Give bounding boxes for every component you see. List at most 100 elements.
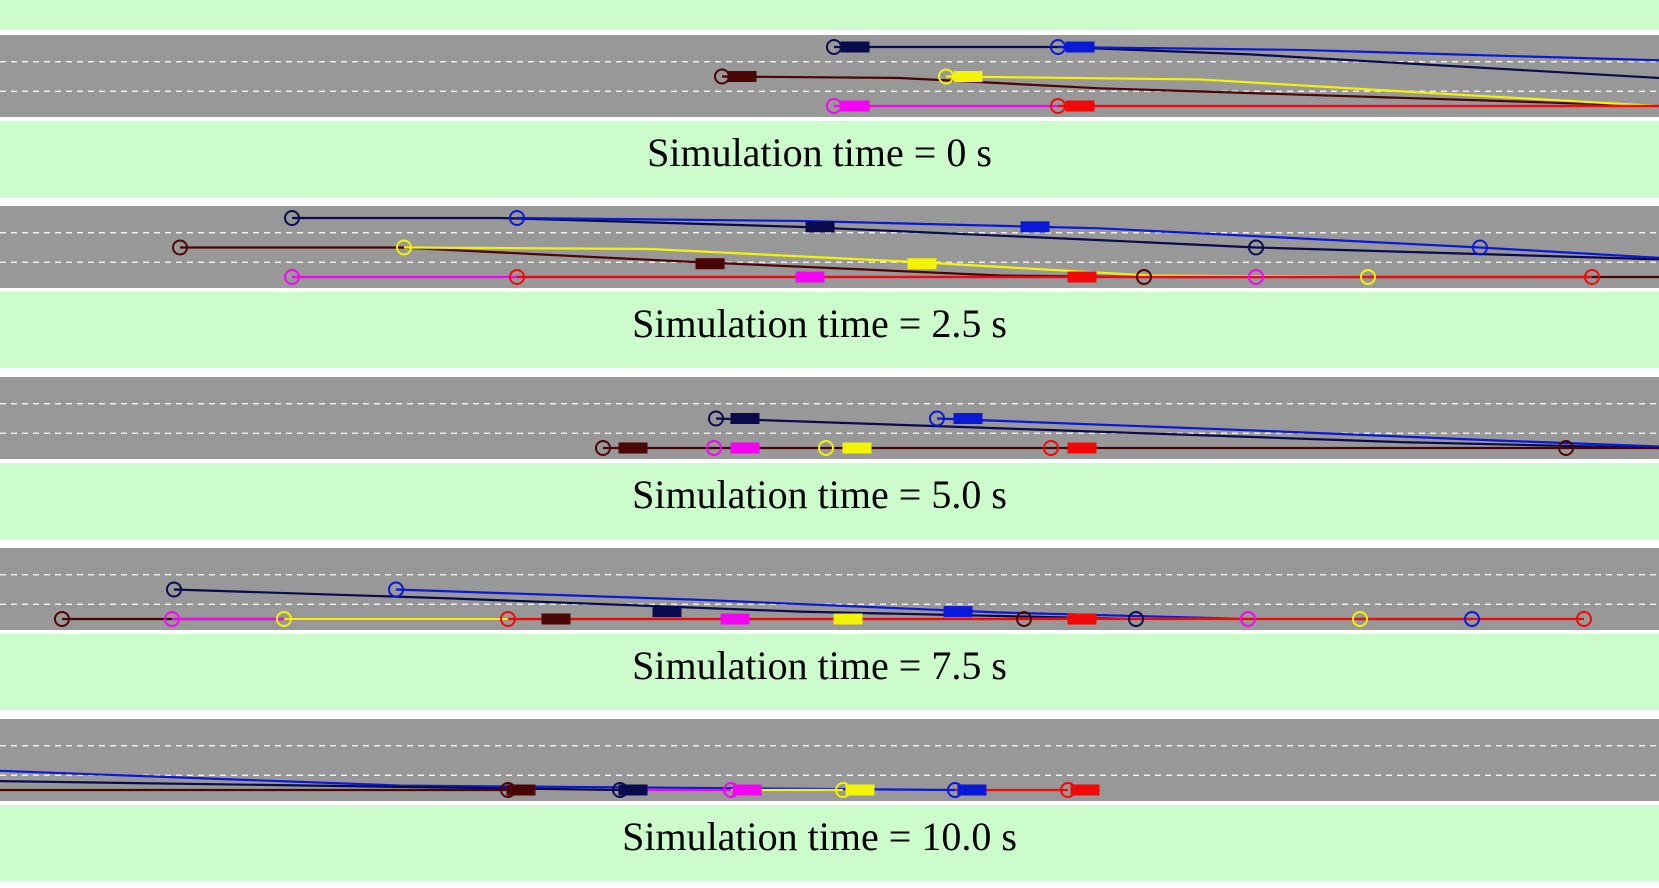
red-waypoint-marker xyxy=(1576,611,1592,627)
magenta-waypoint-marker xyxy=(284,269,300,285)
maroon-vehicle xyxy=(618,442,648,454)
blue-vehicle xyxy=(1020,221,1050,233)
maroon-vehicle xyxy=(541,613,571,625)
blue-vehicle xyxy=(1065,41,1095,53)
blue-trajectory xyxy=(936,417,1659,448)
caption-band xyxy=(0,121,1659,197)
blue-waypoint-marker xyxy=(1464,611,1480,627)
blue-trajectory xyxy=(516,216,1659,259)
magenta-vehicle xyxy=(720,613,750,625)
blue-waypoint-marker xyxy=(1472,239,1488,256)
red-waypoint-marker xyxy=(500,611,516,627)
panel-0: Simulation time = 0 s xyxy=(0,35,1659,197)
navy-vehicle xyxy=(730,413,760,424)
magenta-waypoint-marker xyxy=(1240,611,1256,627)
blue-vehicle xyxy=(957,784,987,796)
navy-waypoint-marker xyxy=(612,782,628,798)
navy-waypoint-marker xyxy=(284,210,300,226)
panel-4: Simulation time = 10.0 s xyxy=(0,719,1659,881)
blue-trajectory xyxy=(0,769,956,792)
blue-vehicle xyxy=(953,413,983,424)
maroon-vehicle xyxy=(506,784,536,796)
red-vehicle xyxy=(1067,613,1097,625)
navy-waypoint-marker xyxy=(1248,239,1264,256)
caption-band xyxy=(0,292,1659,368)
navy-trajectory xyxy=(292,216,1659,261)
navy-vehicle xyxy=(805,221,835,233)
blue-waypoint-marker xyxy=(929,410,945,427)
maroon-waypoint-marker xyxy=(500,782,516,798)
red-waypoint-marker xyxy=(509,269,525,285)
navy-waypoint-marker xyxy=(1128,611,1144,627)
magenta-vehicle xyxy=(732,784,762,796)
blue-waypoint-marker xyxy=(947,782,963,798)
yellow-vehicle xyxy=(833,613,863,625)
blue-waypoint-marker xyxy=(388,581,404,598)
yellow-waypoint-marker xyxy=(1360,269,1376,285)
red-vehicle xyxy=(1065,100,1095,112)
magenta-vehicle xyxy=(730,442,760,454)
yellow-vehicle xyxy=(845,784,875,796)
magenta-waypoint-marker xyxy=(826,98,842,114)
maroon-waypoint-marker xyxy=(172,239,188,256)
navy-vehicle xyxy=(618,784,648,796)
maroon-waypoint-marker xyxy=(595,440,611,456)
yellow-waypoint-marker xyxy=(835,782,851,798)
maroon-waypoint-marker xyxy=(1136,269,1152,285)
maroon-waypoint-marker xyxy=(1558,440,1574,456)
panel-3: Simulation time = 7.5 s xyxy=(0,548,1659,710)
yellow-vehicle xyxy=(953,71,983,82)
navy-waypoint-marker xyxy=(708,410,724,427)
red-vehicle xyxy=(1067,271,1097,283)
maroon-vehicle xyxy=(695,258,725,270)
yellow-waypoint-marker xyxy=(396,239,412,256)
simulation-time-caption: Simulation time = 10.0 s xyxy=(622,814,1017,859)
yellow-waypoint-marker xyxy=(938,68,954,85)
navy-waypoint-marker xyxy=(166,581,182,598)
panel-1: Simulation time = 2.5 s xyxy=(0,206,1659,368)
magenta-vehicle xyxy=(840,100,870,112)
yellow-waypoint-marker xyxy=(276,611,292,627)
navy-trajectory xyxy=(715,417,1659,450)
red-waypoint-marker xyxy=(1043,440,1059,456)
magenta-waypoint-marker xyxy=(1248,269,1264,285)
maroon-waypoint-marker xyxy=(54,611,70,627)
caption-band xyxy=(0,463,1659,539)
yellow-trajectory xyxy=(945,75,1659,108)
maroon-vehicle xyxy=(727,71,757,82)
road xyxy=(0,719,1659,801)
navy-vehicle xyxy=(652,606,682,618)
magenta-waypoint-marker xyxy=(723,782,739,798)
magenta-vehicle xyxy=(795,271,825,283)
red-waypoint-marker xyxy=(1584,269,1600,285)
simulation-time-caption: Simulation time = 5.0 s xyxy=(632,472,1007,517)
simulation-time-caption: Simulation time = 7.5 s xyxy=(632,643,1007,688)
yellow-waypoint-marker xyxy=(818,440,834,456)
blue-trajectory xyxy=(1057,45,1659,62)
red-waypoint-marker xyxy=(1060,782,1076,798)
magenta-waypoint-marker xyxy=(706,440,722,456)
maroon-waypoint-marker xyxy=(1016,611,1032,627)
yellow-waypoint-marker xyxy=(1352,611,1368,627)
maroon-trajectory xyxy=(721,75,1659,108)
caption-band xyxy=(0,634,1659,710)
caption-band xyxy=(0,805,1659,881)
top-strip xyxy=(0,0,1659,30)
road xyxy=(0,377,1659,459)
red-waypoint-marker xyxy=(1050,98,1066,114)
blue-waypoint-marker xyxy=(1050,39,1066,55)
maroon-waypoint-marker xyxy=(714,68,730,85)
navy-trajectory xyxy=(834,45,1659,80)
yellow-vehicle xyxy=(842,442,872,454)
road xyxy=(0,548,1659,630)
red-vehicle xyxy=(1067,442,1097,454)
yellow-vehicle xyxy=(907,258,937,270)
simulation-time-caption: Simulation time = 2.5 s xyxy=(632,301,1007,346)
simulation-time-caption: Simulation time = 0 s xyxy=(647,130,992,175)
road xyxy=(0,35,1659,117)
navy-vehicle xyxy=(840,41,870,53)
panel-2: Simulation time = 5.0 s xyxy=(0,377,1659,539)
blue-vehicle xyxy=(943,606,973,618)
red-vehicle xyxy=(1070,784,1100,796)
